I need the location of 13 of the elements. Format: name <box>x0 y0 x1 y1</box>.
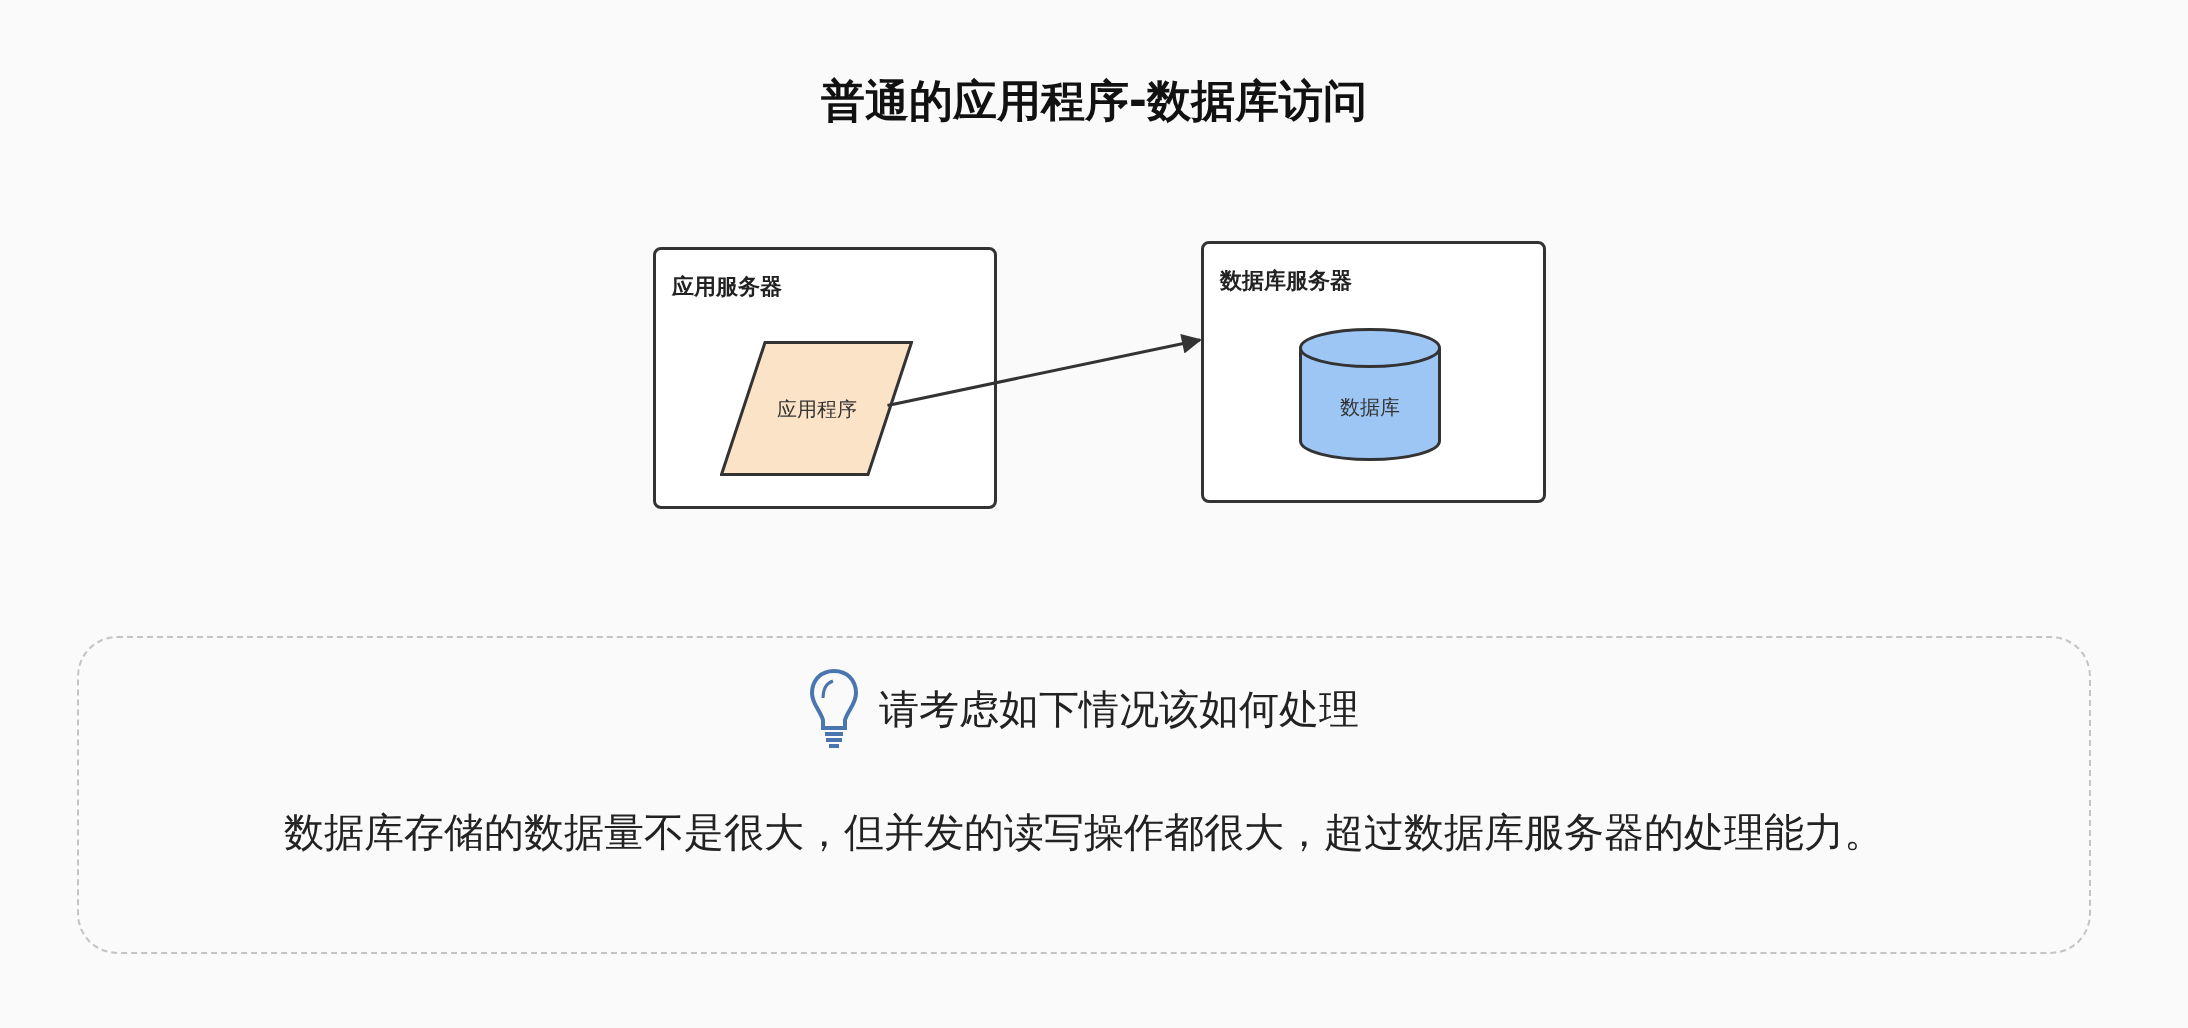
node-label: 数据库 <box>1340 393 1400 421</box>
diagram-title: 普通的应用程序-数据库访问 <box>819 74 1369 128</box>
note-panel <box>77 636 2091 954</box>
server-box <box>653 247 997 509</box>
panel-heading: 请考虑如下情况该如何处理 <box>879 685 1359 734</box>
server-box <box>1201 241 1546 503</box>
process-parallelogram <box>720 341 913 476</box>
note-text: 数据库存储的数据量不是很大，但并发的读写操作都很大，超过数据库服务器的处理能力。 <box>284 808 1884 857</box>
node-label: 应用程序 <box>776 395 857 423</box>
database-cylinder <box>1299 328 1441 461</box>
arrow <box>887 333 1202 407</box>
box-title: 应用服务器 <box>672 273 782 301</box>
box-title: 数据库服务器 <box>1220 267 1352 295</box>
